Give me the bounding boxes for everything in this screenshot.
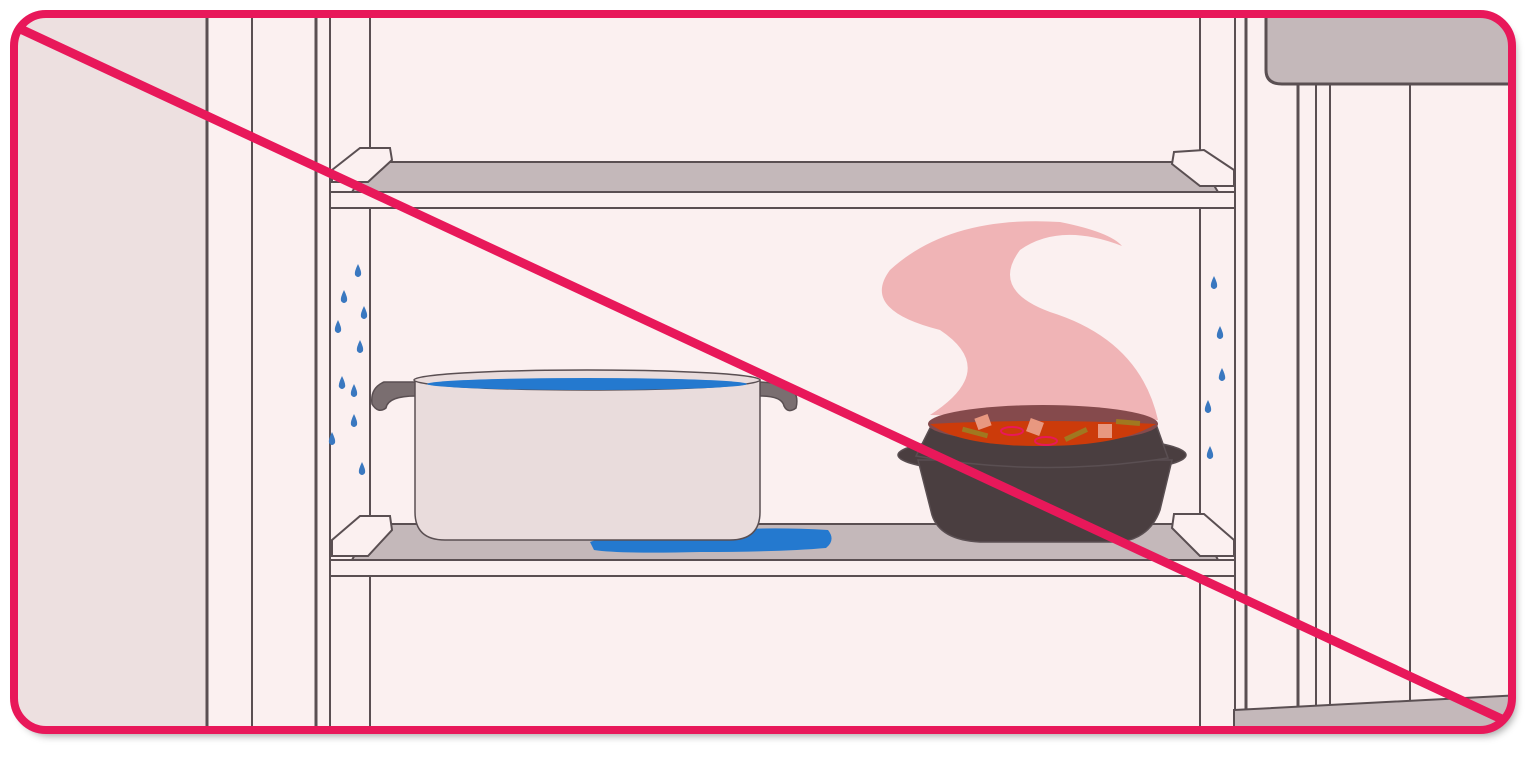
prohibition-slash bbox=[14, 21, 1510, 727]
condensation-drops bbox=[328, 264, 1226, 475]
chili-slice bbox=[1034, 436, 1058, 446]
water-drop bbox=[1210, 276, 1218, 289]
stew-ingredient bbox=[1026, 418, 1044, 436]
fridge-structure-lines bbox=[205, 14, 1411, 730]
water-drop bbox=[1216, 326, 1224, 339]
stew-ingredient bbox=[961, 426, 989, 439]
water-drop bbox=[356, 340, 364, 353]
water-drop bbox=[1206, 446, 1214, 459]
water-drop bbox=[328, 432, 336, 445]
water-drop bbox=[358, 462, 366, 475]
chili-slice bbox=[1000, 426, 1024, 436]
stew-ingredient bbox=[1098, 424, 1112, 438]
left-wall bbox=[14, 14, 207, 730]
water-drop bbox=[1218, 368, 1226, 381]
water-drop bbox=[340, 290, 348, 303]
door-bin-top bbox=[1264, 14, 1512, 86]
water-drop bbox=[350, 384, 358, 397]
water-pot bbox=[371, 369, 798, 541]
water-drop bbox=[1204, 400, 1212, 413]
water-drop bbox=[350, 414, 358, 427]
prohibition-frame bbox=[10, 10, 1516, 734]
water-drop bbox=[334, 320, 342, 333]
stew-ingredient bbox=[1064, 427, 1088, 442]
steam bbox=[881, 221, 1158, 420]
upper-shelf bbox=[329, 147, 1236, 209]
stew-ingredient bbox=[1115, 418, 1141, 427]
water-drop bbox=[360, 306, 368, 319]
stew-ingredient bbox=[974, 413, 992, 431]
water-drop bbox=[338, 376, 346, 389]
stew-pot bbox=[897, 405, 1187, 543]
water-drop bbox=[354, 264, 362, 277]
